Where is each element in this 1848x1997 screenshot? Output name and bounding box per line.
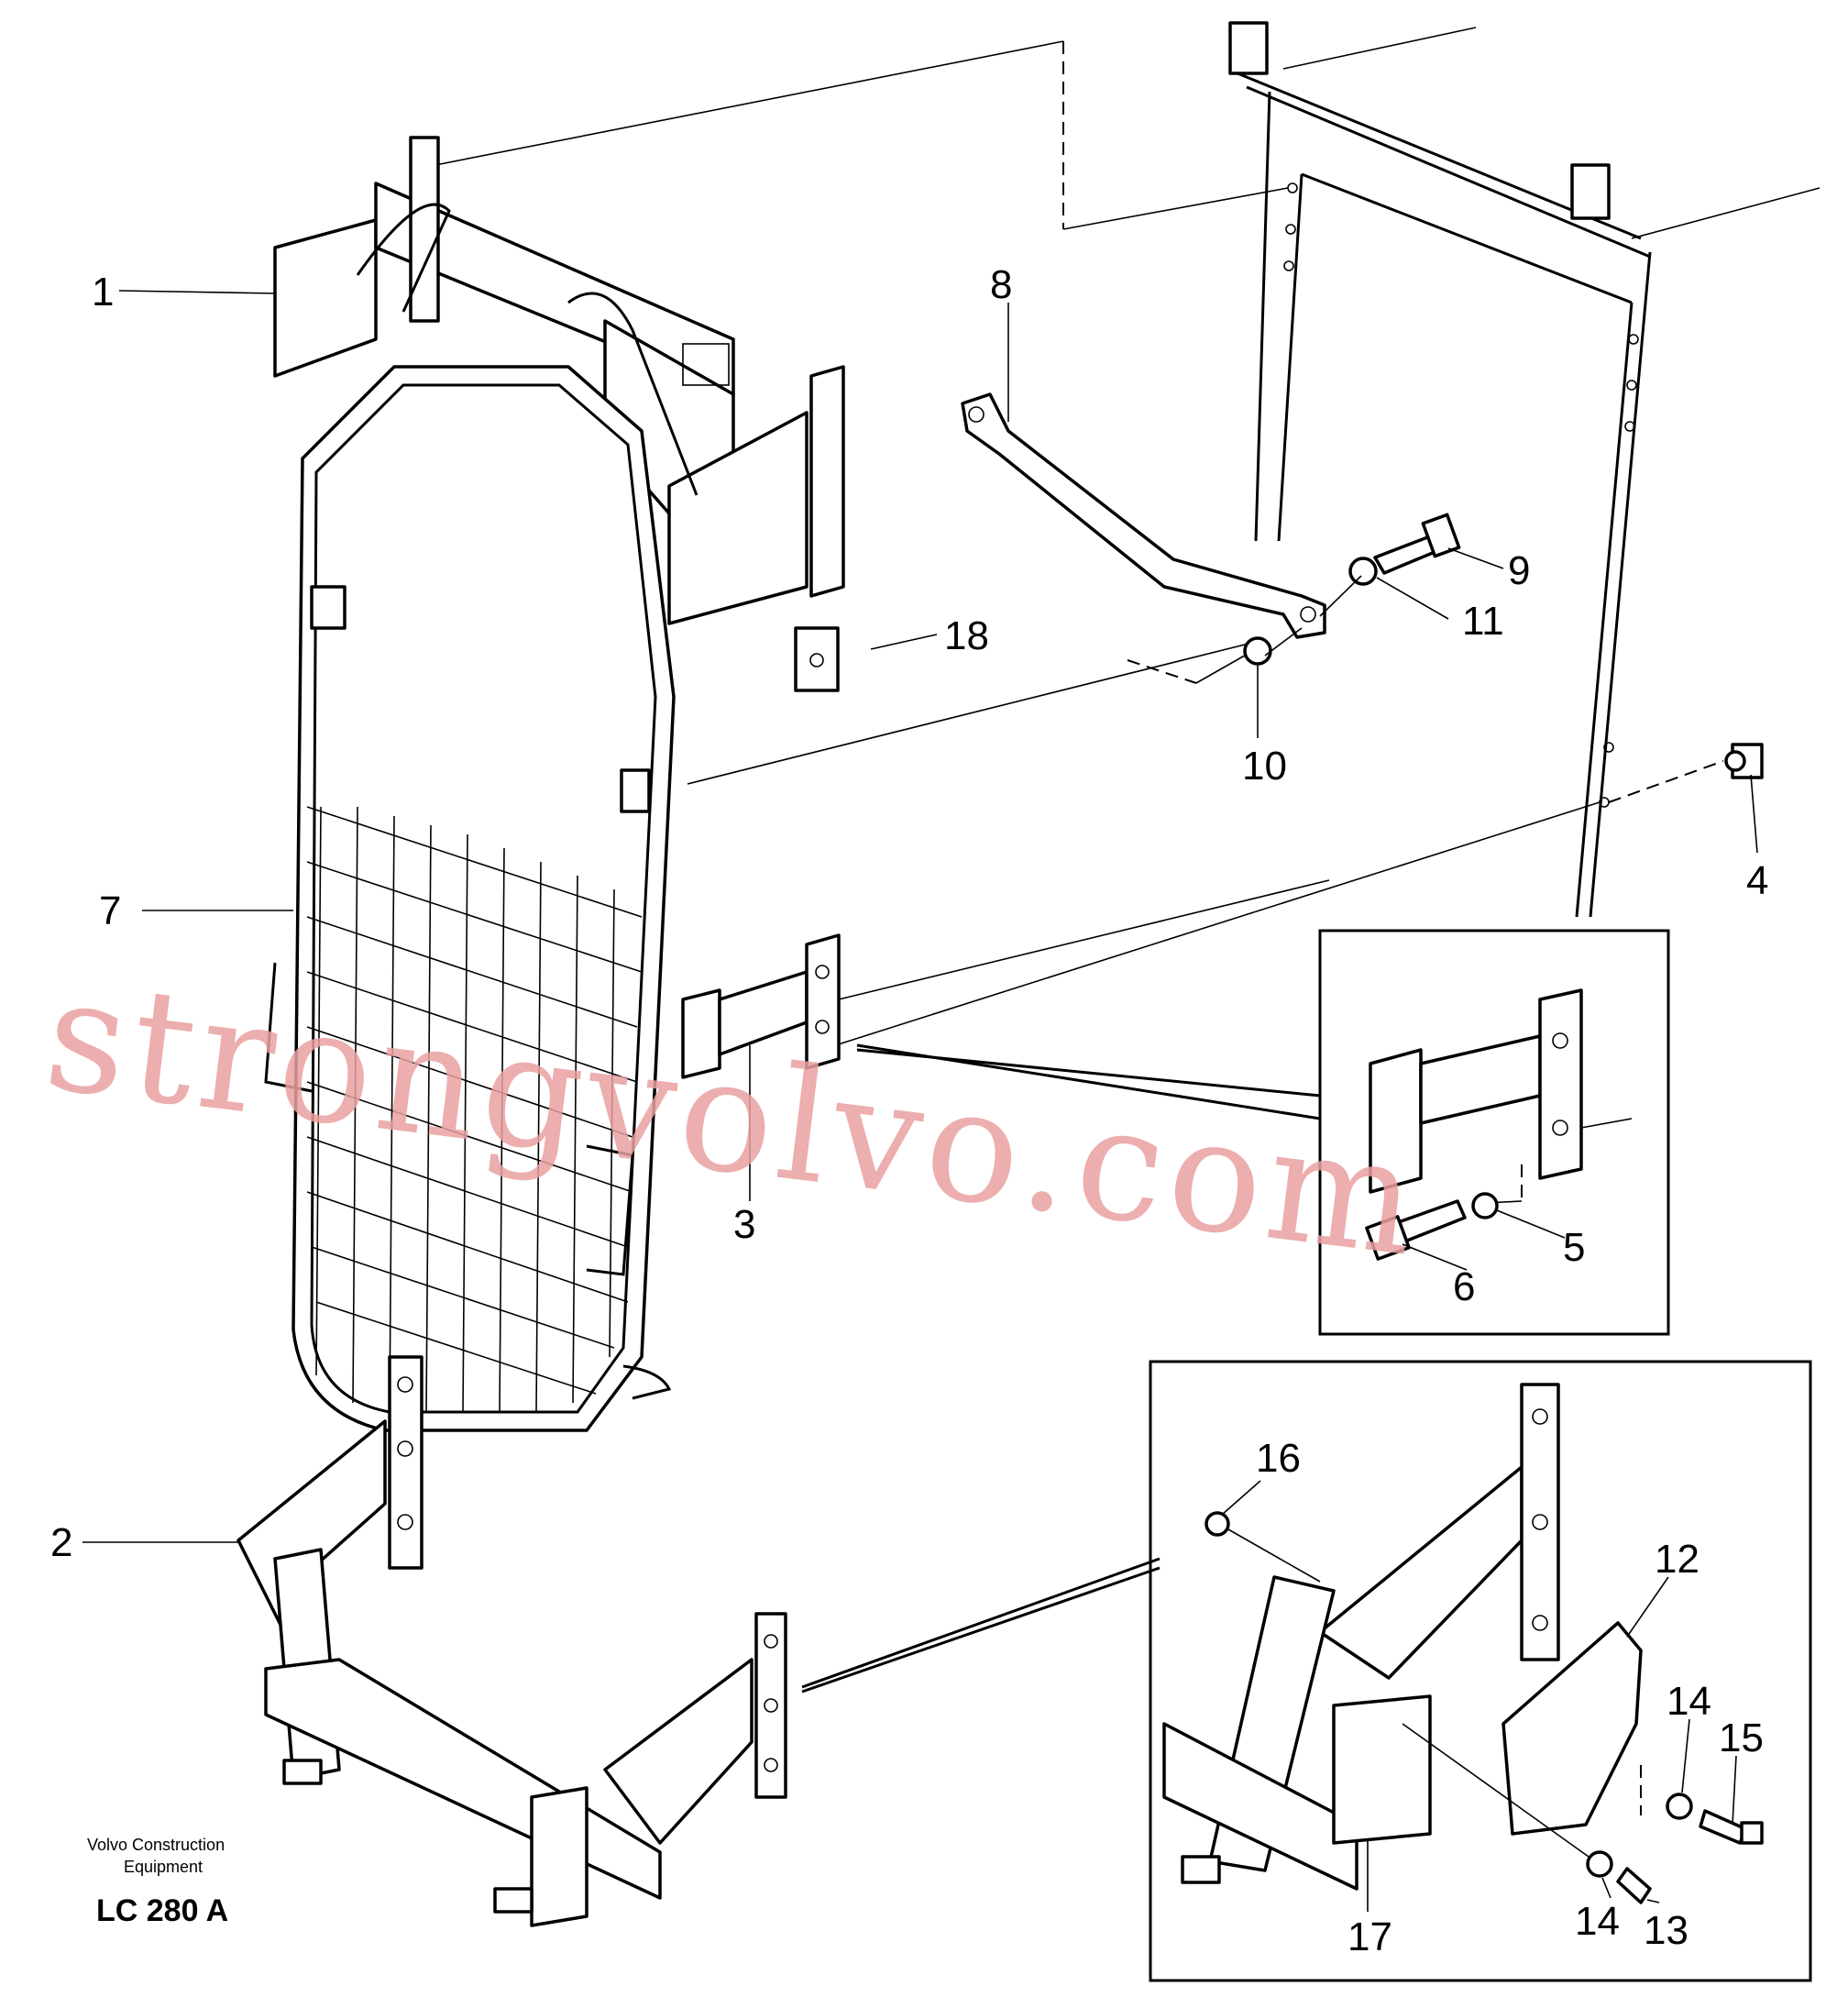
cab-frame — [434, 21, 1820, 918]
side-bracket — [681, 879, 1330, 1079]
cab-light-right — [1570, 163, 1611, 220]
callout-6: 6 — [1453, 1264, 1475, 1309]
washer-14-lower — [1586, 1850, 1613, 1878]
plate-18 — [794, 626, 840, 692]
detail-box-lower-bracket — [801, 1360, 1812, 1982]
callout-14-lower: 14 — [1575, 1899, 1620, 1944]
washer-5 — [1471, 1192, 1499, 1219]
callout-7: 7 — [99, 888, 121, 933]
callout-4: 4 — [1746, 858, 1768, 903]
washer-14-upper — [1666, 1793, 1693, 1820]
callout-9: 9 — [1508, 548, 1530, 593]
callout-5: 5 — [1563, 1225, 1585, 1270]
diagram-caption: Volvo Construction Equipment LC 280 A — [87, 1836, 228, 1928]
upper-bracket-plate-left — [409, 136, 440, 323]
callout-labels: 1 2 3 4 5 6 7 8 9 10 11 12 13 14 14 15 1… — [50, 262, 1768, 1959]
detail-box-side-bracket — [856, 929, 1670, 1336]
callout-3: 3 — [733, 1202, 755, 1247]
callout-8: 8 — [990, 262, 1012, 307]
callout-13: 13 — [1644, 1908, 1688, 1953]
lower-bracket — [236, 1355, 787, 1927]
caption-line-1: Volvo Construction — [87, 1836, 225, 1854]
nut-4 — [1724, 743, 1764, 779]
callout-2: 2 — [50, 1520, 72, 1565]
callout-10: 10 — [1242, 744, 1287, 789]
mesh-grid — [306, 806, 643, 1413]
callout-11: 11 — [1462, 599, 1504, 644]
washer-10 — [1243, 636, 1272, 666]
caption-line-2: Equipment — [124, 1858, 203, 1876]
guard-12 — [1502, 1621, 1643, 1836]
callout-18: 18 — [944, 613, 989, 658]
callout-17: 17 — [1348, 1914, 1392, 1959]
drawing-code: LC 280 A — [96, 1893, 228, 1928]
upper-bracket — [273, 136, 845, 625]
detail-plate — [1520, 1383, 1560, 1661]
callout-15: 15 — [1719, 1716, 1764, 1760]
callout-16: 16 — [1256, 1436, 1301, 1481]
callout-1: 1 — [92, 270, 114, 314]
nut-16 — [1204, 1511, 1230, 1537]
leader-lines — [82, 290, 1758, 1912]
stay-bar — [961, 392, 1461, 684]
bolt-13 — [1616, 1867, 1652, 1904]
callout-12: 12 — [1655, 1537, 1700, 1582]
cab-light-left — [1228, 21, 1269, 75]
washer-11 — [1348, 557, 1378, 586]
bolt-15 — [1699, 1809, 1748, 1845]
callout-14-upper: 14 — [1666, 1679, 1711, 1724]
mesh-screen — [264, 365, 1724, 1432]
